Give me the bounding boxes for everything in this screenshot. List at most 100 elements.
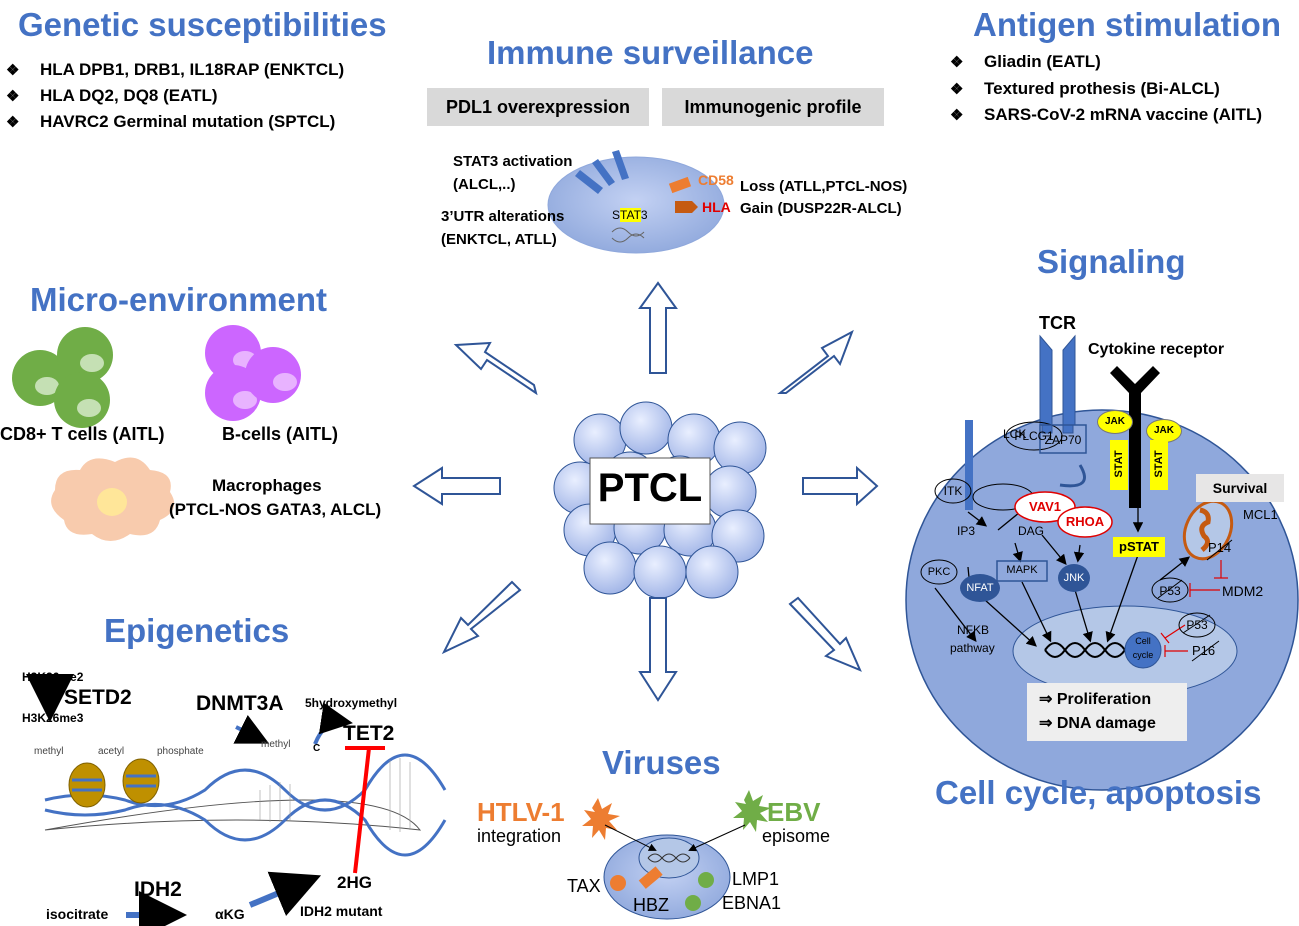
pstat-label: pSTAT [1113, 537, 1165, 557]
mdm2-label: MDM2 [1222, 583, 1264, 599]
micro-title: Micro-environment [30, 281, 328, 318]
macrophages-sub: (PTCL-NOS GATA3, ALCL) [169, 500, 382, 519]
stat3-label: STAT3 [612, 208, 648, 222]
cellcycle-title: Cell cycle, apoptosis [935, 774, 1262, 811]
dna-damage-label: ⇒ DNA damage [1039, 715, 1156, 732]
plcg1-label: PLCG1 [1014, 429, 1054, 443]
hydroxymethyl-arrow [313, 702, 353, 745]
acetyl-label: acetyl [98, 746, 125, 757]
p16-strike [1191, 640, 1220, 662]
hydroxymethyl-label: 5hydroxymethyl [305, 696, 398, 710]
itk-label: ITK [943, 484, 963, 498]
antigen-item: ❖Textured prothesis (Bi-ALCL) [950, 79, 1220, 98]
akg-label: αKG [215, 906, 245, 922]
methyl2-label: methyl [261, 739, 291, 750]
dag-label: DAG [1018, 524, 1045, 538]
dnmt3a-label: DNMT3A [196, 692, 284, 715]
cytokine-receptor [1110, 366, 1160, 508]
mapk-label: MAPK [1006, 564, 1038, 576]
htlv-star [582, 798, 620, 840]
2hg-label: 2HG [337, 873, 372, 892]
antigen-item: ❖SARS-CoV-2 mRNA vaccine (AITL) [950, 105, 1263, 124]
ptcl-label: PTCL [597, 466, 703, 510]
p53-strike [1157, 579, 1183, 599]
utr-alterations-sub: (ENKTCL, ATLL) [441, 231, 557, 248]
phosphate-label: phosphate [157, 746, 204, 757]
p14-label: P14 [1208, 540, 1232, 555]
jnk-label: JNK [1063, 572, 1085, 584]
rhoa-oval [1057, 506, 1113, 538]
antigen-item: ❖Gliadin (EATL) [950, 52, 1101, 71]
dna-ladder [259, 758, 411, 832]
utr-alterations-label: 3’UTR alterations [441, 208, 565, 225]
arrow-downright [788, 596, 862, 672]
cd8-cells [12, 327, 113, 428]
ebna1-label: EBNA1 [722, 893, 782, 913]
signaling-title: Signaling [1037, 243, 1186, 280]
loss-label: Loss (ATLL,PTCL-NOS) [740, 178, 908, 195]
setd2-label: SETD2 [64, 686, 132, 709]
vav1-label: VAV1 [1028, 499, 1062, 514]
ip3-label: IP3 [957, 524, 976, 538]
h3k26me2-label: H3K26me2 [22, 670, 84, 684]
p53-label: P53 [1186, 618, 1208, 632]
immune-title: Immune surveillance [487, 34, 814, 71]
integration-arrow [604, 824, 657, 851]
idh2-label: IDH2 [134, 878, 182, 901]
hla-marker [675, 201, 698, 213]
cd58-marker [668, 176, 692, 194]
bcells-label: B-cells (AITL) [222, 424, 339, 444]
direction-arrows [412, 281, 879, 702]
p53-label: P53 [1159, 584, 1181, 598]
b-cells [205, 325, 301, 421]
zap70-box [1039, 424, 1087, 454]
vav1-oval [1014, 491, 1076, 523]
gain-label: Gain (DUSP22R-ALCL) [740, 200, 902, 217]
cytokine-label: Cytokine receptor [1088, 341, 1225, 358]
episome-arrow [688, 824, 746, 852]
genetic-item: ❖HLA DQ2, DQ8 (EATL) [6, 86, 218, 105]
lck-label: LCK [1003, 427, 1027, 441]
nucleosomes [68, 758, 160, 808]
tet2-label: TET2 [343, 722, 395, 745]
jak-label: JAK [1097, 410, 1133, 434]
receptor-arrows [575, 150, 629, 194]
arrow-upleft [453, 341, 538, 396]
inhibition-lines [1160, 560, 1228, 657]
isocitrate-label: isocitrate [46, 906, 109, 922]
epigenetics-title: Epigenetics [104, 612, 290, 649]
survival-box: Survival [1196, 474, 1284, 502]
h3k26me3-label: H3K26me3 [22, 711, 84, 725]
mcl1-label: MCL1 [1243, 507, 1278, 522]
dna-strand-a [44, 753, 447, 812]
idh2-mutant-label: IDH2 mutant [300, 903, 383, 919]
arrow-downleft [441, 580, 522, 655]
pkc-label: PKC [927, 566, 951, 578]
mitochondria [1182, 499, 1234, 561]
stat-box: STAT [1150, 440, 1168, 490]
stat-box: STAT [1110, 440, 1128, 490]
lmp1-label: LMP1 [732, 869, 780, 889]
rhoa-label: RHOA [1065, 514, 1105, 529]
nfkb-label: NFKB [957, 623, 990, 637]
p16-label: P16 [1192, 643, 1216, 658]
methyl-label: methyl [34, 746, 64, 757]
jnk-oval [1058, 564, 1090, 592]
hla-label: HLA [702, 199, 731, 215]
cycle-label: cycle [1132, 650, 1154, 660]
itk-membrane-bar [965, 420, 973, 510]
proliferation-label: ⇒ Proliferation [1039, 691, 1152, 708]
ptcl-label-box [589, 457, 711, 525]
hbz-label: HBZ [633, 895, 669, 915]
ebv-star [733, 790, 771, 832]
dnmt3a-arrow [233, 714, 270, 744]
zap70-label: ZAP70 [1044, 433, 1082, 447]
epigenetic-tray [44, 799, 422, 831]
mapk-box [996, 560, 1048, 582]
outcome-box: ⇒ Proliferation ⇒ DNA damage [1027, 683, 1187, 741]
episome-label: episome [762, 826, 831, 846]
pathway-label: pathway [950, 641, 995, 655]
arrow-up [638, 281, 678, 374]
pdl1-box: PDL1 overexpression [427, 88, 649, 126]
